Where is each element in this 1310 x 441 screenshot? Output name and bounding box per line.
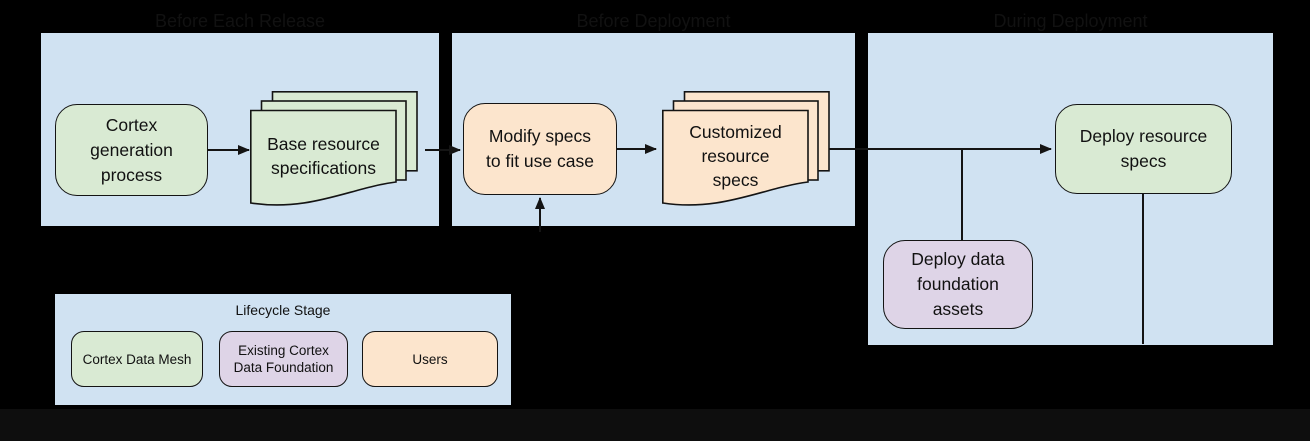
legend-item-existing-cortex-data-foundation: Existing Cortex Data Foundation	[219, 331, 348, 387]
node-label: Base resource specifications	[267, 134, 380, 178]
node-deploy-data-foundation-assets: Deploy data foundation assets	[883, 240, 1033, 329]
node-label: Cortex generation process	[90, 114, 173, 185]
legend-item-users: Users	[362, 331, 498, 387]
node-cortex-generation-process: Cortex generation process	[55, 104, 208, 196]
node-customized-resource-specs: Customized resource specs	[662, 91, 830, 206]
document-stack-icon	[662, 91, 830, 206]
legend-panel: Lifecycle Stage Cortex Data Mesh Existin…	[55, 294, 511, 405]
legend-item-cortex-data-mesh: Cortex Data Mesh	[71, 331, 203, 387]
document-stack-icon	[250, 91, 418, 206]
legend-title: Lifecycle Stage	[235, 302, 331, 318]
node-deploy-resource-specs: Deploy resource specs	[1055, 104, 1232, 194]
node-base-resource-specifications: Base resource specifications	[250, 91, 418, 206]
node-label: Deploy resource specs	[1079, 126, 1208, 171]
footer-bar	[0, 409, 1310, 441]
node-label: Deploy data foundation assets	[911, 249, 1005, 319]
node-label: Customized resource specs	[689, 122, 782, 190]
legend-item-label: Cortex Data Mesh	[82, 351, 192, 367]
legend-item-label: Existing Cortex Data Foundation	[233, 343, 334, 375]
node-modify-specs: Modify specs to fit use case	[463, 103, 617, 195]
node-label: Modify specs to fit use case	[486, 126, 594, 171]
panel-title-before-deployment: Before Deployment	[576, 11, 731, 31]
legend-item-label: Users	[412, 351, 448, 367]
panel-title-during-deployment: During Deployment	[993, 11, 1148, 31]
panel-title-before-each-release: Before Each Release	[154, 11, 326, 31]
